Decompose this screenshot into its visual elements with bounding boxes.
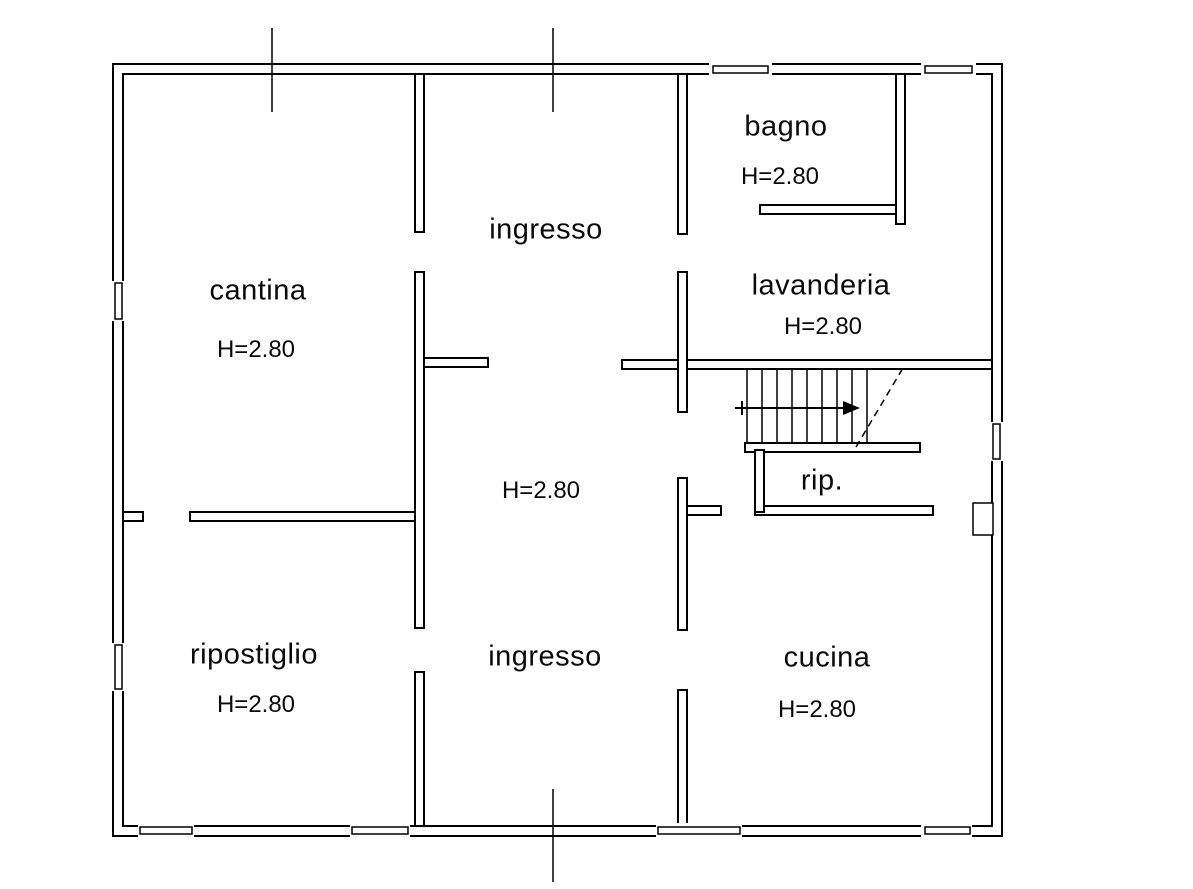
window-symbol	[114, 644, 123, 690]
room-label-cucina: cucina	[783, 641, 871, 674]
window-symbol	[924, 65, 973, 74]
window-left-ripostiglio	[110, 643, 126, 691]
wall-lavanderia-bottom	[621, 359, 993, 370]
wall-ingresso-cucina-upper	[677, 477, 688, 631]
window-bottom-ingresso-left	[350, 823, 410, 839]
window-right-stairhall	[989, 422, 1005, 461]
wall-cantina-ripostiglio	[189, 511, 425, 522]
window-symbol	[924, 826, 971, 835]
window-left-cantina	[110, 281, 126, 321]
wall-bagno-bottom	[759, 204, 906, 215]
wall-cucina-top-stub	[686, 505, 722, 516]
wall-ripostiglio-ingresso-lower	[414, 671, 425, 827]
window-symbol	[139, 826, 193, 835]
wall-cantina-ingresso-upper	[414, 73, 425, 233]
window-symbol	[351, 826, 409, 835]
wall-bagno-right	[895, 73, 906, 225]
stair-break-line	[855, 367, 904, 448]
window-symbol	[992, 423, 1001, 460]
window-symbol	[712, 65, 769, 74]
wall-cantina-ingresso-mid	[414, 271, 425, 629]
wall-ingresso-lavanderia	[677, 271, 688, 413]
window-top-bagno	[709, 61, 772, 77]
wall-pier	[972, 502, 994, 536]
height-label-ripostiglio: H=2.80	[216, 691, 296, 718]
window-bottom-ripostiglio	[138, 823, 194, 839]
window-symbol	[114, 282, 123, 320]
room-label-rip: rip.	[800, 464, 844, 497]
window-symbol	[657, 826, 741, 835]
wall-rip-left	[754, 449, 765, 513]
room-label-lavanderia: lavanderia	[751, 269, 891, 302]
height-label-cantina: H=2.80	[216, 336, 296, 363]
window-bottom-ingresso-right	[656, 823, 742, 839]
window-top-right	[921, 61, 976, 77]
wall-rip-bottom	[754, 505, 934, 516]
wall-cantina-ripostiglio-left-stub	[122, 511, 144, 522]
wall-ingresso-cucina-lower	[677, 689, 688, 827]
wall-ingresso-bagno	[677, 73, 688, 235]
height-label-ingresso-center: H=2.80	[501, 477, 581, 504]
wall-stair-bottom	[744, 442, 921, 453]
height-label-cucina: H=2.80	[777, 696, 857, 723]
height-label-lavanderia: H=2.80	[783, 313, 863, 340]
staircase	[735, 367, 904, 448]
wall-ingresso-stub	[421, 357, 489, 368]
room-label-ingresso-bottom: ingresso	[488, 640, 602, 673]
room-label-cantina: cantina	[209, 274, 307, 307]
room-label-ingresso-top: ingresso	[489, 213, 603, 246]
window-bottom-cucina	[921, 823, 972, 839]
room-label-bagno: bagno	[744, 110, 828, 143]
height-label-bagno: H=2.80	[740, 163, 820, 190]
room-label-ripostiglio: ripostiglio	[190, 638, 318, 671]
arrow-head	[843, 401, 860, 415]
stair-direction-arrow-icon	[735, 401, 860, 415]
